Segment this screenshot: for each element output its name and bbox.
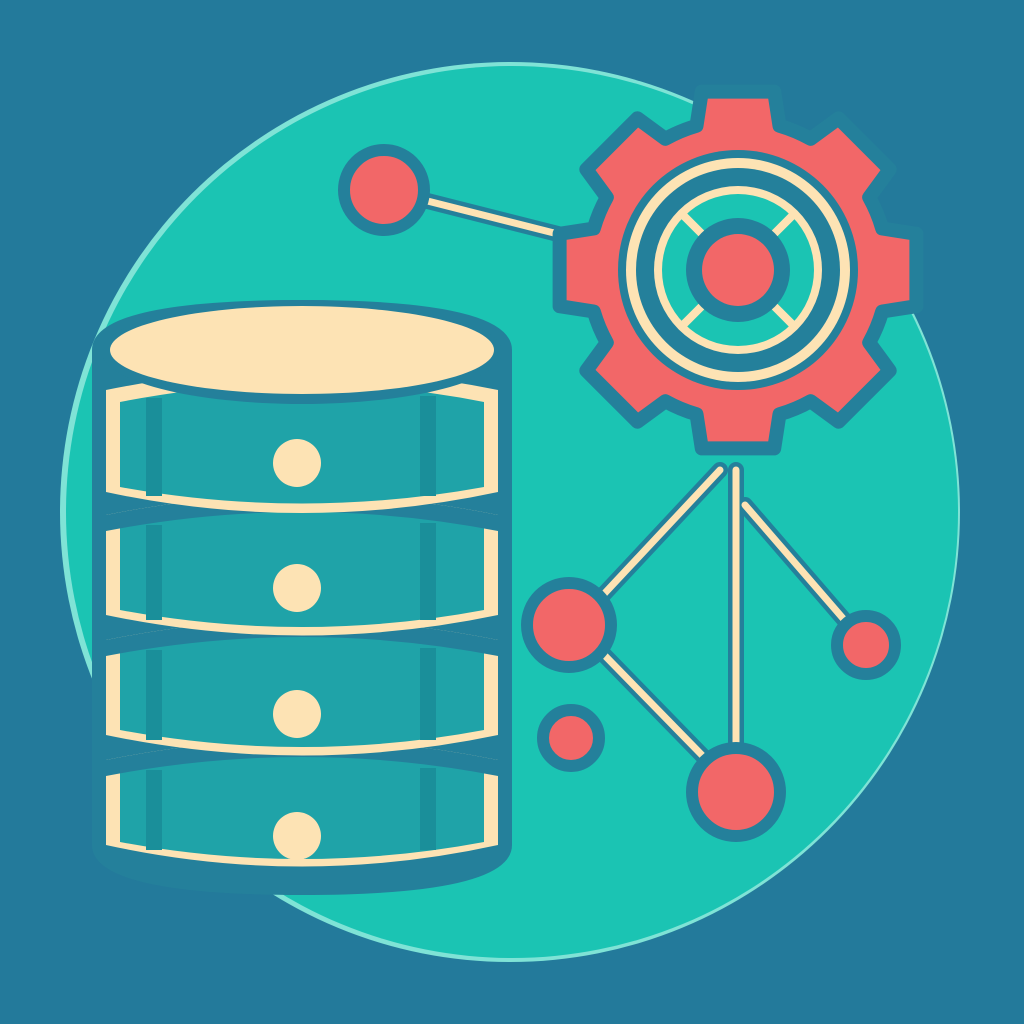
database-icon: [92, 300, 512, 895]
node-right: [831, 610, 901, 680]
database-layer-3-indicator: [273, 690, 321, 738]
gear-icon: [552, 84, 924, 456]
database-layer-1-indicator: [273, 439, 321, 487]
gear-hub: [702, 234, 774, 306]
node-top-left: [338, 144, 430, 236]
node-left: [521, 577, 617, 673]
network-graph-icon: [338, 144, 901, 842]
database-layer-4: [106, 740, 498, 867]
node-small-left: [537, 704, 605, 772]
database-layer-3: [106, 620, 498, 756]
database-top: [110, 306, 494, 394]
network-nodes: [338, 144, 901, 842]
database-layer-1: [106, 370, 498, 513]
database-layer-4-indicator: [273, 812, 321, 860]
node-bottom: [686, 742, 786, 842]
database-layer-2: [106, 495, 498, 636]
database-layer-2-indicator: [273, 564, 321, 612]
